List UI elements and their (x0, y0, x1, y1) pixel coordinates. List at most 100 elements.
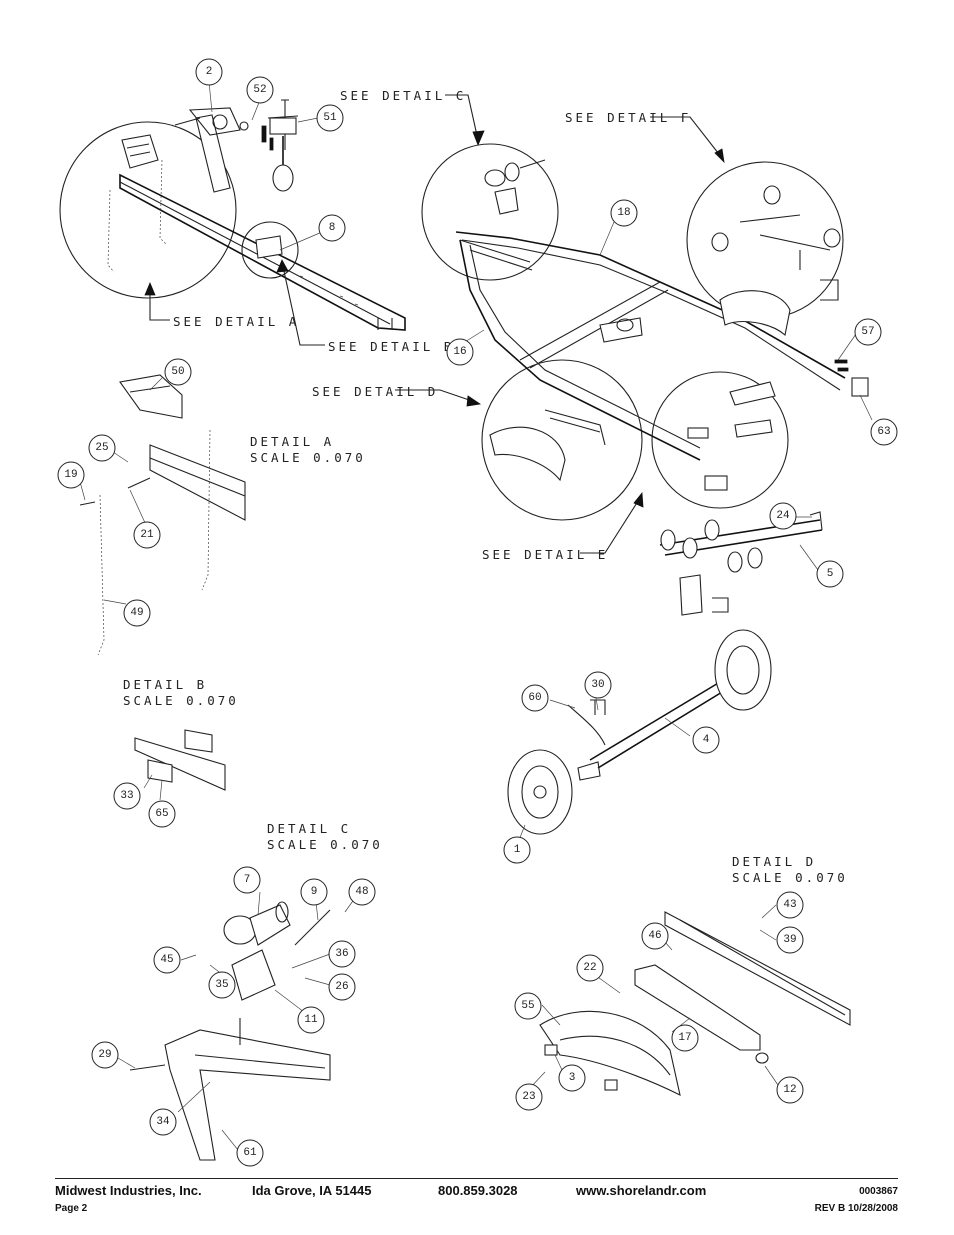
detail-titles: DETAIL A SCALE 0.070 DETAIL B SCALE 0.07… (123, 434, 848, 885)
callout-33: 33 (113, 782, 141, 810)
detail-d-fender-edge (559, 1035, 671, 1076)
callout-circle (300, 878, 328, 906)
callout-number: 1 (514, 844, 521, 856)
trailer-frame (421, 143, 869, 521)
callout-number: 18 (617, 207, 630, 219)
callout-51: 51 (316, 104, 344, 132)
detail-c-bracket (494, 187, 519, 215)
callout-circle (328, 973, 356, 1001)
callout-46: 46 (641, 922, 669, 950)
callout-circle (515, 1083, 543, 1111)
callout-19: 19 (57, 461, 85, 489)
callout-39: 39 (776, 926, 804, 954)
callout-number: 65 (155, 808, 168, 820)
wheel-front-rim (521, 765, 559, 819)
hub (577, 761, 601, 781)
detail-e-bunk-block (687, 427, 709, 439)
callout-number: 52 (253, 84, 266, 96)
callout-16: 16 (446, 338, 474, 366)
callout-number: 2 (206, 66, 213, 78)
detail-f-roller-right (823, 228, 841, 248)
detail-b-title: DETAIL B (123, 677, 207, 692)
callout-circle (692, 726, 720, 754)
frame-rail-lower-edge (469, 244, 701, 449)
callout-circle (148, 800, 176, 828)
safety-chain-left (107, 189, 115, 273)
frame-rail-upper-edge (461, 239, 841, 391)
callout-circle (446, 338, 474, 366)
callout-24: 24 (769, 502, 797, 530)
footer-company: Midwest Industries, Inc. (55, 1183, 202, 1198)
detail-b-scale: SCALE 0.070 (123, 693, 239, 708)
coupler-lines (126, 143, 151, 157)
coupler (121, 134, 159, 169)
callout-34: 34 (149, 1108, 177, 1136)
see-detail-c-label: SEE DETAIL C (340, 88, 466, 103)
detail-c-roller-cone (249, 904, 291, 946)
wheel-front (507, 749, 573, 835)
callout-circle (503, 836, 531, 864)
callout-45: 45 (153, 946, 181, 974)
detail-a-bolts (79, 477, 151, 506)
callout-circle (236, 1139, 264, 1167)
roller-3 (704, 519, 720, 541)
callout-57: 57 (854, 318, 882, 346)
callout-circle (316, 104, 344, 132)
crossmember-end (809, 511, 823, 531)
detail-d-fender-55 (539, 1010, 681, 1097)
callout-number: 49 (130, 607, 143, 619)
detail-c-scale: SCALE 0.070 (267, 837, 383, 852)
winch-drum (212, 114, 228, 130)
callout-4: 4 (692, 726, 720, 754)
callout-18: 18 (610, 199, 638, 227)
callout-52: 52 (246, 76, 274, 104)
detail-d-circle (481, 359, 643, 521)
wheel-rear (714, 629, 772, 711)
callout-49: 49 (123, 599, 151, 627)
detail-b-circle (241, 221, 299, 279)
winch-stand (195, 114, 231, 193)
callout-circle (348, 878, 376, 906)
winch (174, 107, 241, 136)
footer-revision: REV B 10/28/2008 (814, 1203, 898, 1214)
callout-circle (671, 1024, 699, 1052)
callout-circle (776, 926, 804, 954)
callout-number: 36 (335, 948, 348, 960)
callout-23: 23 (515, 1083, 543, 1111)
callout-circle (57, 461, 85, 489)
detail-f-shafts (739, 214, 831, 270)
frame-roller (616, 318, 634, 332)
arrow-line-d (395, 389, 476, 403)
tongue-assembly (59, 99, 406, 331)
callout-22: 22 (576, 954, 604, 982)
arrow-head-f (714, 148, 725, 164)
detail-d-scale: SCALE 0.070 (732, 870, 848, 885)
callout-43: 43 (776, 891, 804, 919)
arrow-head-e (633, 491, 644, 508)
footer-phone: 800.859.3028 (438, 1183, 518, 1198)
detail-d-rail (664, 911, 851, 1026)
footer-website[interactable]: www.shorelandr.com (576, 1183, 707, 1198)
callout-number: 43 (783, 899, 796, 911)
callout-number: 3 (569, 1072, 576, 1084)
callout-number: 8 (329, 222, 336, 234)
detail-d-bracket (544, 409, 606, 446)
callout-number: 51 (323, 112, 337, 124)
detail-a-circle (59, 121, 237, 299)
callout-number: 21 (140, 529, 154, 541)
detail-a-scale: SCALE 0.070 (250, 450, 366, 465)
detail-a-tongue-edge (149, 457, 246, 497)
roller-5 (747, 547, 763, 569)
callout-number: 33 (120, 790, 133, 802)
detail-a-chain-right (201, 429, 211, 591)
detail-f-roller-top (763, 185, 781, 205)
detail-d-title: DETAIL D (732, 854, 816, 869)
see-detail-e-label: SEE DETAIL E (482, 547, 608, 562)
callout-circle (870, 418, 898, 446)
callout-21: 21 (133, 521, 161, 549)
callout-number: 61 (243, 1147, 257, 1159)
detail-a-title: DETAIL A (250, 434, 334, 449)
detail-a-tongue (149, 444, 246, 521)
roller-1 (660, 529, 676, 551)
